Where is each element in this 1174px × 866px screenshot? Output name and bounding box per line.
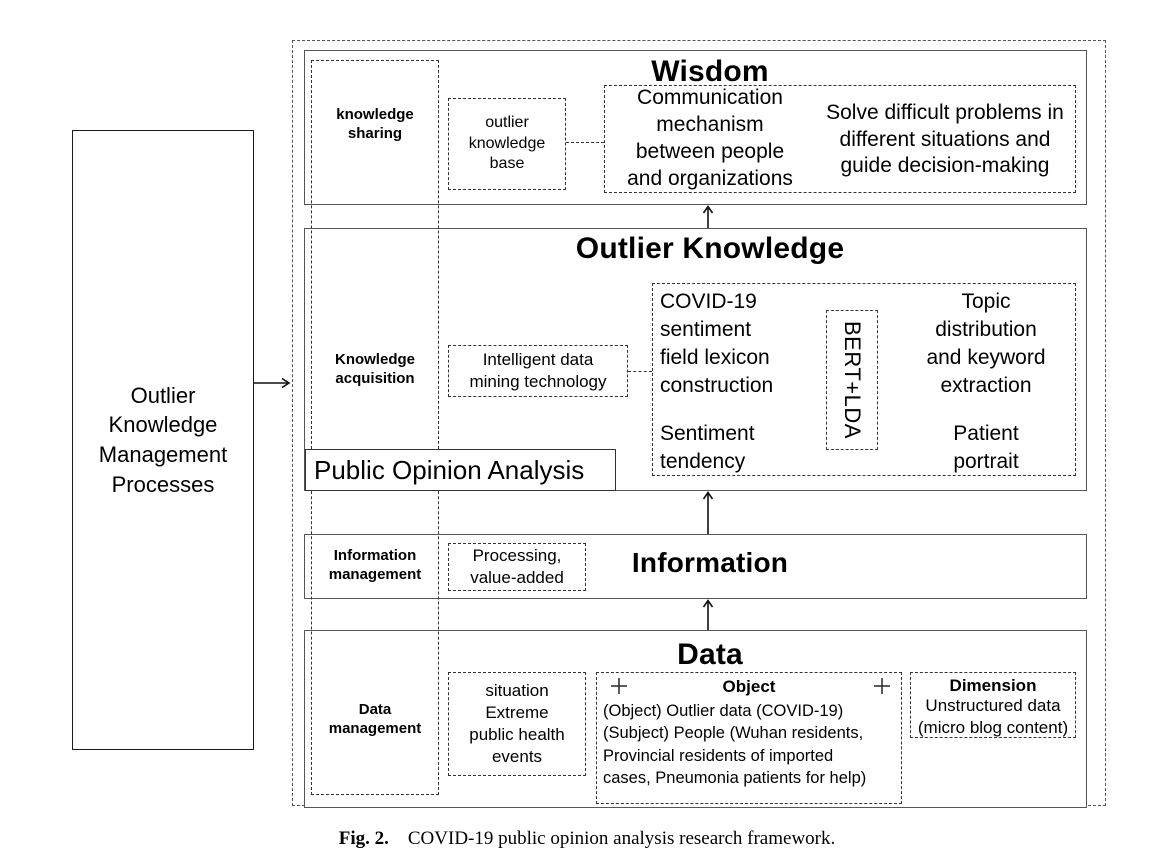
- layer-information: [304, 534, 1087, 599]
- figure-number: Fig. 2.: [338, 828, 389, 849]
- plus-icon-right: [874, 678, 890, 694]
- processing-value-added-box: Processing, value-added: [448, 543, 586, 591]
- situation-box: situation Extreme public health events: [448, 672, 586, 776]
- figure-caption-text: COVID-19 public opinion analysis researc…: [407, 828, 836, 849]
- public-opinion-analysis-box: Public Opinion Analysis: [305, 449, 616, 491]
- wisdom-dashed-connector: [566, 142, 604, 143]
- wisdom-title: Wisdom: [651, 55, 769, 88]
- patient-portrait-text: Patient portrait: [953, 422, 1019, 473]
- outlier-knowledge-title: Outlier Knowledge: [575, 232, 845, 265]
- figure-caption: Fig. 2. COVID-19 public opinion analysis…: [0, 828, 1174, 850]
- wisdom-content-box: [604, 85, 1076, 193]
- plus-icon-left: [611, 678, 627, 694]
- data-title: Data: [677, 638, 743, 671]
- process-box-label: Outlier Knowledge Management Processes: [98, 382, 228, 497]
- arrow-outlier-to-wisdom: [702, 205, 714, 228]
- process-column-bottom-edge: [311, 794, 439, 795]
- arrow-information-to-outlier: [702, 491, 714, 534]
- stage-data-management: Data management: [328, 701, 422, 737]
- dimension-box: [910, 672, 1076, 738]
- object-box: [596, 672, 902, 804]
- process-column-left-edge: [311, 60, 312, 795]
- process-to-framework-arrow: [254, 377, 291, 389]
- wisdom-communication-text: Communication mechanism between people a…: [627, 86, 793, 190]
- process-box: Outlier Knowledge Management Processes: [72, 130, 254, 750]
- stage-knowledge-acquisition: Knowledge acquisition: [334, 351, 415, 387]
- covid-sentiment-lexicon-text: COVID-19 sentiment field lexicon constru…: [660, 290, 774, 397]
- bert-lda-label: BERT+LDA: [840, 321, 865, 439]
- wisdom-solve-text: Solve difficult problems in different si…: [826, 100, 1064, 178]
- dimension-body-text: Unstructured data (micro blog content): [917, 696, 1069, 738]
- topic-distribution-text: Topic distribution and keyword extractio…: [926, 290, 1046, 397]
- process-column-top-edge: [311, 60, 439, 61]
- information-title: Information: [631, 547, 789, 578]
- outlier-knowledge-base-box: outlier knowledge base: [448, 98, 566, 190]
- stage-knowledge-sharing: knowledge sharing: [336, 106, 414, 142]
- sentiment-tendency-text: Sentiment tendency: [660, 422, 755, 473]
- object-body-text: (Object) Outlier data (COVID-19) (Subjec…: [603, 702, 867, 788]
- intelligent-data-mining-box: Intelligent data mining technology: [448, 345, 628, 397]
- bert-lda-box: BERT+LDA: [826, 310, 878, 450]
- process-column-right-edge: [438, 60, 439, 795]
- object-title: Object: [722, 677, 776, 696]
- arrow-data-to-information: [702, 599, 714, 630]
- stage-information-management: Information management: [328, 547, 422, 583]
- dimension-title: Dimension: [949, 676, 1037, 695]
- outlier-dashed-connector: [628, 371, 652, 372]
